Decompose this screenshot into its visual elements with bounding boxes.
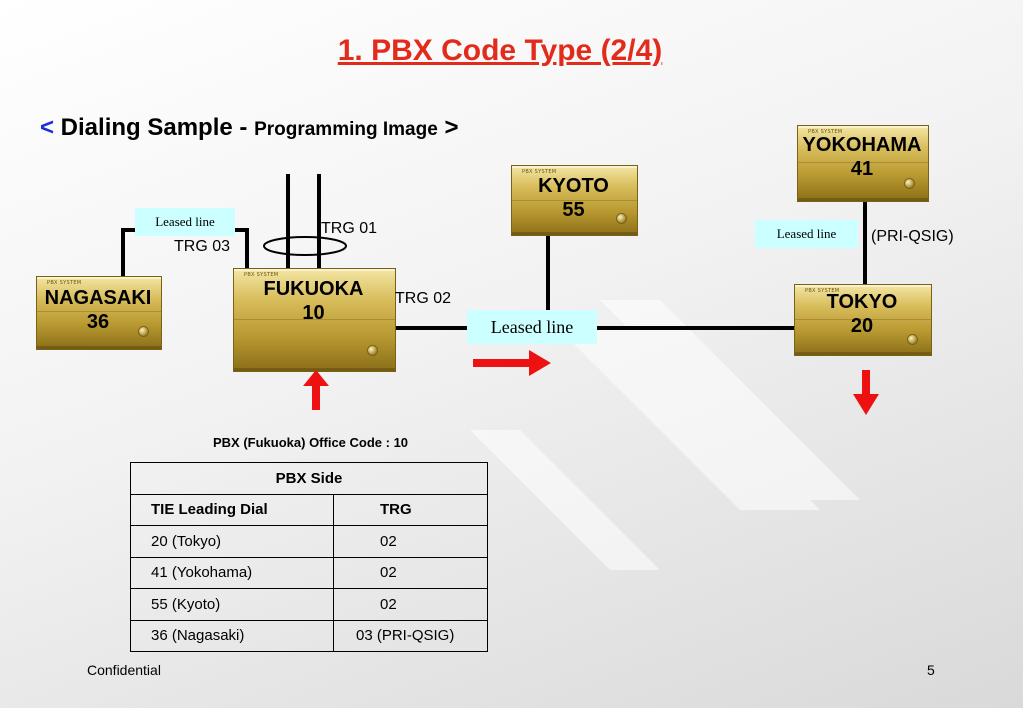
arrow-up-icon: [303, 370, 329, 410]
office-code-note: PBX (Fukuoka) Office Code : 10: [213, 435, 409, 450]
trunk-line-2: [317, 174, 321, 269]
table-row: 36 (Nagasaki) 03 (PRI-QSIG): [130, 619, 488, 652]
table-header-row: PBX Side: [130, 462, 488, 495]
subtitle-open-bracket: <: [40, 114, 55, 141]
cell-trg: 02: [333, 556, 488, 589]
pbx-tokyo: PBX SYSTEM: [794, 284, 932, 356]
subtitle-main: Dialing Sample -: [54, 114, 255, 141]
trg03-label: TRG 03: [174, 238, 231, 255]
table-column-row: TIE Leading Dial TRG: [130, 493, 488, 526]
arrow-down-icon: [853, 370, 879, 415]
tokyo-label: TOKYO 20: [794, 290, 930, 338]
pbx-knob-icon: [904, 178, 915, 189]
link-fukuoka-vertical: [245, 228, 249, 268]
pbx-kyoto: PBX SYSTEM: [511, 165, 638, 236]
link-nagasaki-top: [121, 228, 136, 232]
cell-dial: 20 (Tokyo): [130, 525, 334, 558]
leased-line-center: Leased line: [467, 310, 597, 344]
pbx-knob-icon: [367, 345, 378, 356]
subtitle-small: Programming Image: [254, 119, 438, 140]
pbx-side-table: PBX Side TIE Leading Dial TRG 20 (Tokyo)…: [130, 462, 488, 652]
trg01-label: TRG 01: [321, 220, 378, 237]
link-kyoto-vertical: [546, 234, 550, 327]
table-row: 20 (Tokyo) 02: [130, 525, 488, 558]
page-number: 5: [927, 662, 935, 678]
yokohama-name: YOKOHAMA: [802, 134, 922, 156]
tokyo-code: 20: [850, 315, 874, 337]
cell-trg: 02: [333, 588, 488, 621]
cell-dial: 41 (Yokohama): [130, 556, 334, 589]
fukuoka-code: 10: [302, 302, 325, 324]
leased-line-left: Leased line: [135, 208, 235, 236]
kyoto-label: KYOTO 55: [511, 174, 636, 222]
column-trg: TRG: [333, 493, 488, 526]
trg02-label: TRG 02: [395, 290, 452, 307]
tokyo-name: TOKYO: [826, 291, 898, 313]
pri-qsig-label: (PRI-QSIG): [871, 228, 954, 245]
nagasaki-code: 36: [86, 311, 110, 333]
footer-confidential: Confidential: [87, 662, 161, 678]
leased-line-right: Leased line: [755, 220, 858, 248]
yokohama-code: 41: [850, 158, 874, 180]
page-title: 1. PBX Code Type (2/4): [337, 34, 663, 67]
link-yokohama-tokyo: [863, 200, 867, 284]
fukuoka-label: FUKUOKA 10: [233, 277, 394, 325]
trg01-ellipse: [263, 236, 347, 256]
trunk-line-1: [286, 174, 290, 269]
pbx-yokohama: PBX SYSTEM: [797, 125, 929, 202]
pbx-fukuoka: PBX SYSTEM: [233, 268, 396, 372]
page-subtitle: < Dialing Sample - Programming Image >: [40, 114, 458, 142]
cell-dial: 36 (Nagasaki): [130, 619, 334, 652]
cell-dial: 55 (Kyoto): [130, 588, 334, 621]
cell-trg: 02: [333, 525, 488, 558]
table-header: PBX Side: [130, 462, 488, 495]
column-tie-leading-dial: TIE Leading Dial: [130, 493, 334, 526]
pbx-knob-icon: [907, 334, 918, 345]
nagasaki-name: NAGASAKI: [44, 287, 152, 309]
subtitle-close-bracket: >: [437, 114, 459, 141]
link-fukuoka-top: [234, 228, 249, 232]
cell-trg: 03 (PRI-QSIG): [333, 619, 488, 652]
arrow-right-icon: [473, 350, 551, 376]
link-nagasaki-vertical: [121, 228, 125, 276]
kyoto-code: 55: [562, 199, 585, 221]
table-row: 55 (Kyoto) 02: [130, 588, 488, 621]
pbx-knob-icon: [138, 326, 149, 337]
pbx-knob-icon: [616, 213, 627, 224]
yokohama-label: YOKOHAMA 41: [788, 133, 936, 181]
fukuoka-name: FUKUOKA: [263, 278, 364, 300]
pbx-nagasaki: PBX SYSTEM: [36, 276, 162, 350]
nagasaki-label: NAGASAKI 36: [30, 286, 166, 334]
table-row: 41 (Yokohama) 02: [130, 556, 488, 589]
kyoto-name: KYOTO: [538, 175, 609, 197]
